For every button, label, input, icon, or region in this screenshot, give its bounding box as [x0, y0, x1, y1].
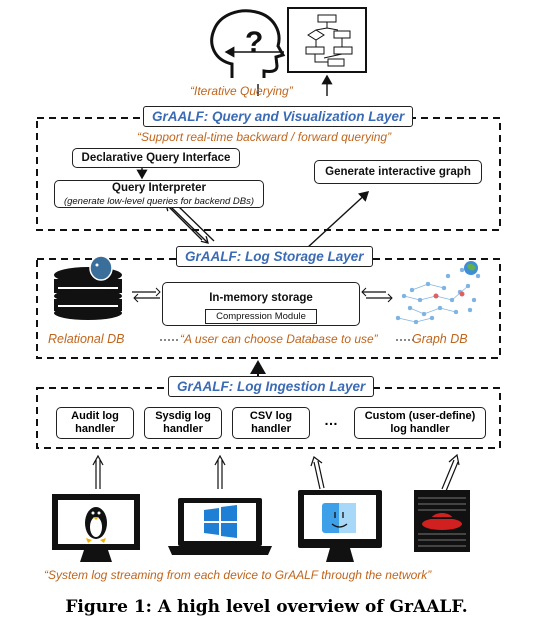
query-layer-title: GrAALF: Query and Visualization Layer: [143, 106, 414, 127]
linux-icon: [52, 494, 140, 562]
flowchart-icon: [287, 7, 367, 73]
query-interpreter-label: Query Interpreter: [112, 182, 206, 194]
more-handlers-ellipsis: …: [324, 412, 338, 428]
svg-text:?: ?: [245, 26, 263, 59]
relational-db-label: Relational DB: [48, 332, 125, 346]
mac-icon: [298, 490, 382, 562]
storage-layer-title: GrAALF: Log Storage Layer: [176, 246, 373, 267]
in-memory-storage-box: In-memory storage Compression Module: [162, 282, 360, 326]
handler-line2: handler: [251, 423, 291, 435]
query-interpreter-sublabel: (generate low-level queries for backend …: [63, 196, 255, 207]
figure-caption: Figure 1: A high level overview of GrAAL…: [65, 597, 468, 617]
windows-icon: [168, 498, 272, 555]
handler-line2: log handler: [390, 423, 450, 435]
realtime-query-quote: “Support real-time backward / forward qu…: [137, 130, 392, 144]
generate-graph-box: Generate interactive graph: [314, 160, 482, 184]
handler-line1: Sysdig log: [155, 410, 211, 422]
handler-line2: handler: [75, 423, 115, 435]
sysdig-log-handler-box: Sysdig log handler: [144, 407, 222, 439]
custom-log-handler-box: Custom (user-define) log handler: [354, 407, 486, 439]
relational-db-icon: [54, 255, 122, 320]
graph-db-label: Graph DB: [412, 332, 468, 346]
handler-line2: handler: [163, 423, 203, 435]
iterative-querying-quote: “Iterative Querying”: [190, 84, 293, 98]
in-memory-storage-label: In-memory storage: [209, 292, 313, 304]
graph-db-icon: [395, 261, 481, 325]
handler-line1: Custom (user-define): [364, 410, 476, 422]
ingestion-layer-title: GrAALF: Log Ingestion Layer: [168, 376, 375, 397]
log-streaming-quote: “System log streaming from each device t…: [44, 568, 432, 582]
query-interpreter-box: Query Interpreter (generate low-level qu…: [54, 180, 264, 208]
declarative-query-interface-box: Declarative Query Interface: [72, 148, 240, 168]
choose-database-quote: “A user can choose Database to use”: [180, 332, 378, 346]
csv-log-handler-box: CSV log handler: [232, 407, 310, 439]
user-thinking-icon: ?: [210, 9, 286, 78]
compression-module-box: Compression Module: [205, 309, 317, 324]
handler-line1: Audit log: [71, 410, 119, 422]
redhat-server-icon: [414, 490, 470, 552]
audit-log-handler-box: Audit log handler: [56, 407, 134, 439]
handler-line1: CSV log: [249, 410, 293, 422]
